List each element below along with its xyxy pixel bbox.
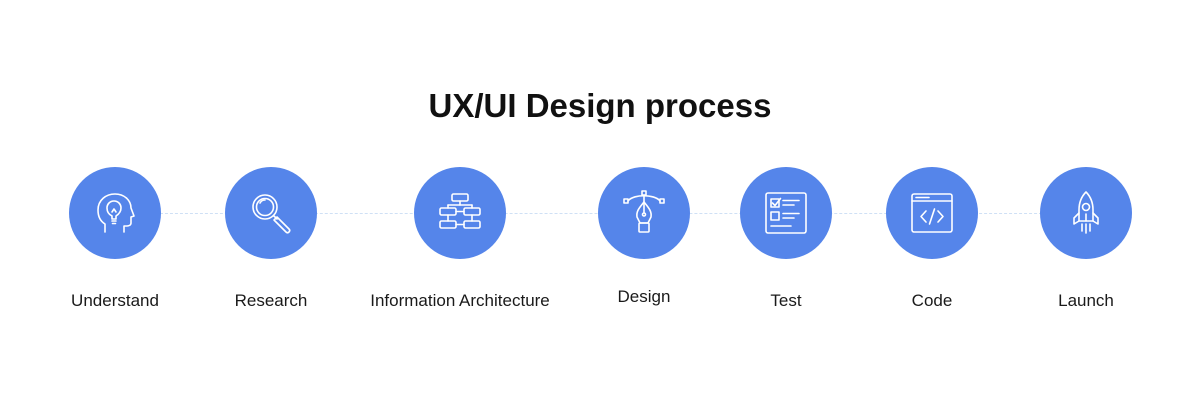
step-test-circle [740, 167, 832, 259]
diagram-title: UX/UI Design process [428, 87, 772, 124]
step-label-code: Code [911, 291, 953, 310]
checklist-icon [765, 192, 807, 234]
head-lightbulb-icon [97, 193, 135, 233]
code-window-icon [911, 193, 953, 233]
step-label-launch: Launch [1058, 291, 1114, 310]
step-label-design: Design [617, 287, 671, 306]
magnifier-icon [252, 194, 291, 234]
step-label-information-architecture: Information Architecture [370, 291, 550, 310]
rocket-icon [1073, 191, 1099, 234]
sitemap-icon [439, 193, 481, 229]
step-information-architecture-circle [414, 167, 506, 259]
pen-tool-icon [623, 190, 665, 233]
step-label-research: Research [234, 291, 308, 310]
step-label-understand: Understand [71, 291, 159, 310]
step-label-test: Test [770, 291, 802, 310]
step-code-circle [886, 167, 978, 259]
step-launch-circle [1040, 167, 1132, 259]
step-design-circle [598, 167, 690, 259]
step-understand-circle [69, 167, 161, 259]
step-research-circle [225, 167, 317, 259]
